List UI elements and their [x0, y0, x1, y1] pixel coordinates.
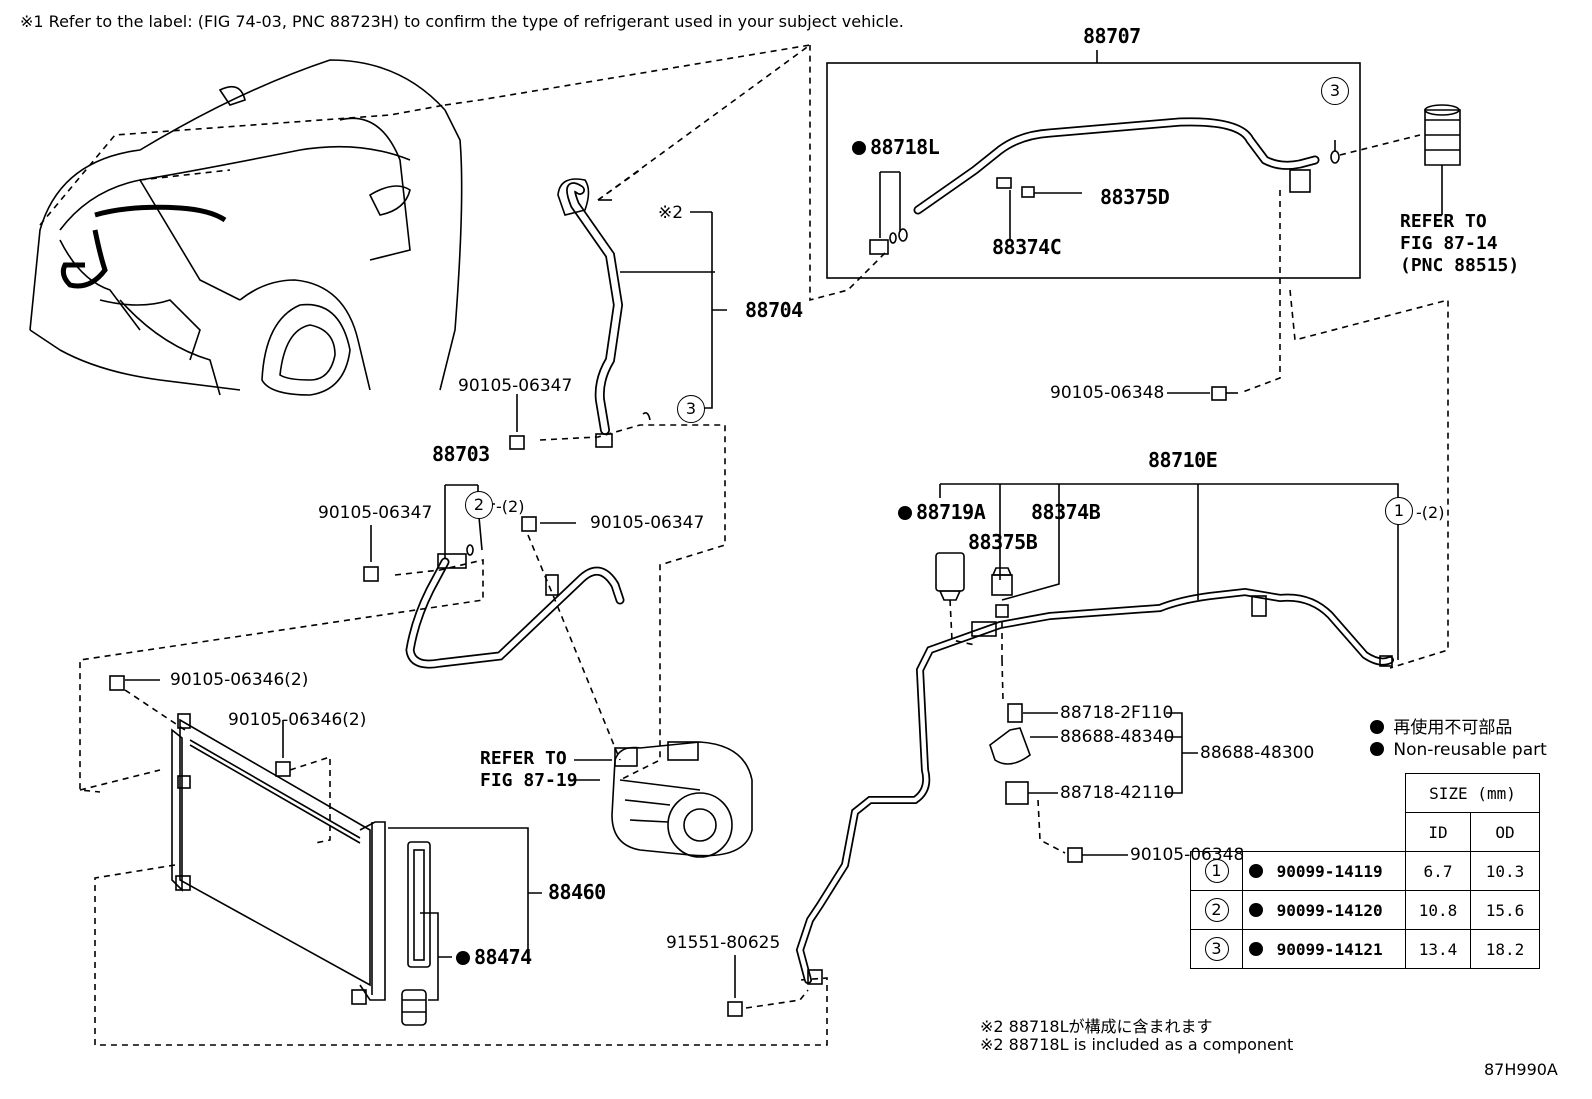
- callout-90105-06347-a: 90105-06347: [458, 376, 573, 396]
- callout-88375D: 88375D: [1100, 185, 1170, 209]
- callout-88718-2F110: 88718-2F110: [1060, 703, 1174, 723]
- refer-line-2: FIG 87-14: [1400, 233, 1498, 254]
- callout-88718L-text: 88718L: [870, 135, 940, 159]
- circle-ref-2-qty: -(2): [496, 497, 525, 516]
- callout-88718L: 88718L: [852, 135, 940, 159]
- legend-en-text: Non-reusable part: [1393, 740, 1547, 760]
- condenser-illustration: [171, 713, 431, 1026]
- refer-line-1: REFER TO: [1400, 211, 1487, 232]
- non-reusable-dot-icon: [1249, 941, 1263, 956]
- row-ref: 2: [1204, 898, 1229, 922]
- circle-ref-1: 1: [1385, 497, 1413, 525]
- row-od: 15.6: [1470, 890, 1540, 930]
- non-reusable-dot-icon: [1249, 863, 1263, 878]
- callout-88474: 88474: [456, 945, 532, 969]
- circle-ref-3-top: 3: [1321, 77, 1349, 105]
- row-part: 90099-14119: [1276, 861, 1383, 881]
- callout-88707: 88707: [1083, 24, 1141, 48]
- callout-90105-06347-c: 90105-06347: [590, 513, 705, 533]
- table-row: 3 90099-14121 13.4 18.2: [1190, 929, 1540, 969]
- size-header: SIZE (mm): [1405, 773, 1540, 813]
- non-reusable-dot-icon: [1370, 720, 1384, 734]
- legend-jp-text: 再使用不可部品: [1393, 718, 1513, 738]
- circle-ref-3-hose: 3: [677, 395, 705, 423]
- legend-jp: 再使用不可部品: [1370, 713, 1512, 738]
- header-refrigerant-note: ※1 Refer to the label: (FIG 74-03, PNC 8…: [20, 12, 904, 31]
- callout-90105-06348-a: 90105-06348: [1050, 383, 1165, 403]
- row-od: 18.2: [1470, 929, 1540, 969]
- row-id: 13.4: [1405, 929, 1471, 969]
- callout-90105-06346-a: 90105-06346(2): [170, 670, 309, 690]
- figure-code: 87H990A: [1484, 1060, 1558, 1079]
- refer-line-2: FIG 87-19: [480, 770, 578, 791]
- size-header-row: SIZE (mm): [1191, 773, 1540, 813]
- callout-88704: 88704: [745, 298, 803, 322]
- non-reusable-dot-icon: [456, 951, 470, 965]
- size-table: SIZE (mm) ID OD 1 90099-14119 6.7 10.3 2…: [1190, 773, 1540, 969]
- row-id: 6.7: [1405, 851, 1471, 891]
- refer-line-1: REFER TO: [480, 748, 567, 769]
- vehicle-illustration: [29, 44, 811, 396]
- callout-88710E: 88710E: [1148, 448, 1218, 472]
- circle-ref-2: 2: [465, 491, 493, 519]
- non-reusable-dot-icon: [1370, 742, 1384, 756]
- callout-88718-42110: 88718-42110: [1060, 783, 1175, 803]
- callout-88374C: 88374C: [992, 235, 1062, 259]
- callout-90105-06346-b: 90105-06346(2): [228, 710, 367, 730]
- row-part: 90099-14121: [1276, 939, 1383, 959]
- callout-88460: 88460: [548, 880, 606, 904]
- callout-88688-48340: 88688-48340: [1060, 727, 1175, 747]
- non-reusable-dot-icon: [1249, 902, 1263, 917]
- table-row: 1 90099-14119 6.7 10.3: [1190, 851, 1540, 891]
- note2-marker: ※2: [658, 203, 684, 223]
- callout-88719A-text: 88719A: [916, 500, 986, 524]
- row-ref: 3: [1204, 937, 1229, 961]
- refer-to-fig-87-19: REFER TO FIG 87-19: [480, 748, 578, 792]
- footnote-en: ※2 88718L is included as a component: [980, 1035, 1294, 1054]
- row-ref: 1: [1204, 859, 1229, 883]
- size-col-row: ID OD: [1191, 812, 1540, 852]
- callout-88374B: 88374B: [1031, 500, 1101, 524]
- callout-90105-06347-b: 90105-06347: [318, 503, 433, 523]
- footnote-jp: ※2 88718Lが構成に含まれます: [980, 1017, 1213, 1036]
- callout-88703: 88703: [432, 442, 490, 466]
- callout-88719A: 88719A: [898, 500, 986, 524]
- callout-91551-80625: 91551-80625: [666, 933, 781, 953]
- col-id: ID: [1405, 812, 1471, 852]
- compressor-illustration: [611, 741, 753, 858]
- pipe-88707-frame: [826, 62, 1361, 279]
- row-part: 90099-14120: [1276, 900, 1383, 920]
- non-reusable-dot-icon: [852, 141, 866, 155]
- col-od: OD: [1470, 812, 1540, 852]
- callout-88474-text: 88474: [474, 945, 532, 969]
- circle-ref-1-qty: -(2): [1416, 503, 1445, 522]
- non-reusable-dot-icon: [898, 506, 912, 520]
- refer-to-fig-87-14: REFER TO FIG 87-14 (PNC 88515): [1400, 211, 1519, 277]
- table-row: 2 90099-14120 10.8 15.6: [1190, 890, 1540, 930]
- row-od: 10.3: [1470, 851, 1540, 891]
- row-id: 10.8: [1405, 890, 1471, 930]
- refer-line-3: (PNC 88515): [1400, 255, 1520, 276]
- callout-88375B: 88375B: [968, 530, 1038, 554]
- callout-88688-48300: 88688-48300: [1200, 743, 1315, 763]
- legend-en: Non-reusable part: [1370, 740, 1547, 760]
